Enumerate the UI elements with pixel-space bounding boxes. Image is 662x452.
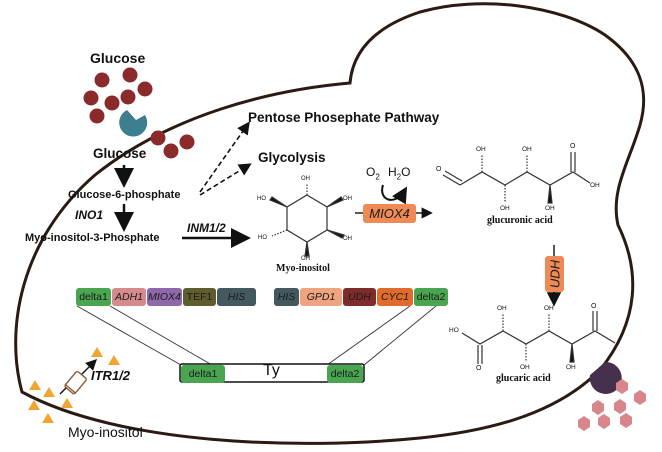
oh-label: OH <box>301 256 310 262</box>
glucose-inside-label: Glucose <box>93 146 147 161</box>
oh-label: OH <box>497 305 507 312</box>
oh-label: OH <box>343 196 352 202</box>
arrow-itr <box>81 359 97 375</box>
oh-label: OH <box>566 364 576 371</box>
ty-delta1: delta1 <box>181 365 225 383</box>
arrow-to-ppp <box>199 121 250 193</box>
myo-inositol-outside-label: Myo-inositol <box>68 424 143 440</box>
glucose-transporter-icon <box>119 110 148 137</box>
itr-label: ITR1/2 <box>91 368 131 383</box>
ho-label: HO <box>257 196 266 202</box>
oh-label: OH <box>343 236 352 242</box>
o-label: O <box>436 166 442 173</box>
gene-block-miox4: MIOX4 <box>147 288 182 306</box>
glucose-molecules-inside <box>150 130 195 159</box>
myo-inositol-structure <box>269 184 345 257</box>
o2-h2o-curved-arrow <box>381 184 408 205</box>
udh-label: UDH <box>547 259 562 289</box>
oh-label: OH <box>500 205 510 212</box>
o-label: O <box>591 303 597 310</box>
miox4-enzyme-box: MIOX4 <box>363 204 416 223</box>
ty-delta2: delta2 <box>327 365 363 383</box>
glucose-molecules-outside <box>83 67 153 124</box>
gene-block-udh: UDH <box>343 288 376 306</box>
ho-label: HO <box>449 327 459 334</box>
inm-label: INM1/2 <box>187 221 226 235</box>
myo-inositol-molecules <box>28 347 120 423</box>
glucuronic-acid-label: glucuronic acid <box>487 215 553 226</box>
gene-block-delta1: delta1 <box>76 288 111 306</box>
oh-label: OH <box>476 146 486 153</box>
ino1-label: INO1 <box>75 208 104 222</box>
arrow-to-glycolysis <box>199 163 252 196</box>
ty-element <box>179 363 365 383</box>
gene-block-delta2: delta2 <box>414 288 448 306</box>
ho-label: HO <box>258 235 267 241</box>
glucaric-exporter-icon <box>589 361 622 394</box>
arrow-itr-tail <box>59 387 67 395</box>
udh-enzyme-box: UDH <box>545 256 564 292</box>
glucaric-acid-label: glucaric acid <box>496 373 551 384</box>
gene-block-gpd1: GPD1 <box>300 288 342 306</box>
gene-block-cyc1: CYC1 <box>377 288 413 306</box>
glucose-outside-label: Glucose <box>90 50 146 66</box>
g6p-label: Glucose-6-phosphate <box>68 189 181 201</box>
mi3p-label: Myo-inositol-3-Phosphate <box>25 232 160 244</box>
oh-label: OH <box>520 364 530 371</box>
itr-transporter-icon <box>64 370 87 395</box>
gene-block-his: HIS <box>217 288 256 306</box>
oh-label: OH <box>301 176 310 182</box>
oh-label: OH <box>545 205 555 212</box>
ppp-label: Pentose Phosephate Pathway <box>248 110 440 125</box>
gene-block-tef1: TEF1 <box>183 288 216 306</box>
h2o-label: H2O <box>388 165 411 182</box>
gene-block-adh1: ADH1 <box>112 288 146 306</box>
oh-label: OH <box>522 146 532 153</box>
glucuronic-acid-structure <box>442 152 591 204</box>
oh-label: OH <box>544 305 554 312</box>
o-label: O <box>570 143 576 150</box>
o2-label: O2 <box>366 165 380 182</box>
gene-block-his: HIS <box>274 288 299 306</box>
ty-label: Ty <box>263 362 280 379</box>
oh-label: OH <box>590 182 600 189</box>
o-label: O <box>476 365 482 372</box>
cell-membrane <box>14 2 646 445</box>
integration-lines <box>76 305 437 366</box>
myo-inositol-structure-label: Myo-inositol <box>276 263 330 274</box>
glucaric-acid-products <box>578 379 646 431</box>
glycolysis-label: Glycolysis <box>258 150 326 165</box>
glucaric-acid-structure <box>461 311 616 364</box>
